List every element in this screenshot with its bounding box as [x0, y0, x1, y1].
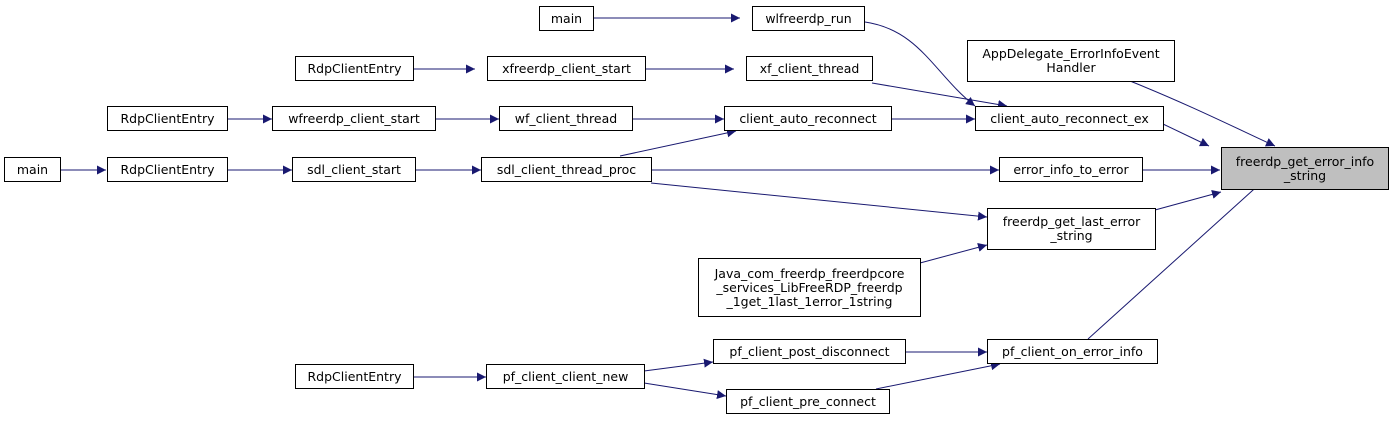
node-label: sdl_client_thread_proc [496, 161, 637, 177]
node-label: wfreerdp_client_start [288, 110, 420, 126]
node-pf-client-client-new[interactable]: pf_client_client_new [486, 364, 645, 389]
node-label: AppDelegate_ErrorInfoEvent Handler [982, 46, 1160, 75]
node-java-com-freerdp-get-last-error-string[interactable]: Java_com_freerdp_freerdpcore _services_L… [698, 258, 921, 317]
node-xfreerdp-client-start[interactable]: xfreerdp_client_start [487, 56, 646, 81]
node-client-auto-reconnect-ex[interactable]: client_auto_reconnect_ex [975, 106, 1164, 131]
node-xf-client-thread[interactable]: xf_client_thread [746, 56, 873, 81]
node-freerdp-get-last-error-string[interactable]: freerdp_get_last_error _string [987, 208, 1156, 250]
node-label: Java_com_freerdp_freerdpcore _services_L… [714, 265, 905, 309]
node-label: xfreerdp_client_start [502, 60, 631, 76]
node-label: pf_client_on_error_info [1002, 343, 1143, 359]
node-sdl-client-start[interactable]: sdl_client_start [292, 157, 416, 182]
node-label: main [550, 10, 583, 26]
node-wf-client-thread[interactable]: wf_client_thread [499, 106, 633, 131]
node-label: error_info_to_error [1013, 161, 1129, 177]
node-rdpclient-entry-xf[interactable]: RdpClientEntry [295, 56, 414, 81]
node-wfreerdp-client-start[interactable]: wfreerdp_client_start [272, 106, 436, 131]
node-label: pf_client_pre_connect [740, 393, 876, 409]
node-label: main [16, 161, 49, 177]
edge-pf-client-on-error-info-to-root [1087, 162, 1284, 340]
node-label: sdl_client_start [307, 161, 401, 177]
node-main-top[interactable]: main [539, 6, 594, 31]
node-label: client_auto_reconnect_ex [990, 110, 1149, 126]
edge-client-auto-reconnect-ex-to-root [1162, 123, 1210, 147]
node-label: pf_client_client_new [502, 368, 629, 384]
node-label: client_auto_reconnect [739, 110, 877, 126]
node-label: pf_client_post_disconnect [729, 343, 890, 359]
node-label: RdpClientEntry [120, 110, 215, 126]
edge-pf-client-pre-connect-to-pf-client-on-error-info [875, 361, 1001, 390]
node-label: xf_client_thread [759, 60, 860, 76]
node-appdelegate-errorinfoeventhandler[interactable]: AppDelegate_ErrorInfoEvent Handler [967, 40, 1175, 82]
edge-xf-client-thread-to-client-auto-reconnect-ex [871, 82, 1008, 109]
node-rdpclient-entry-pf[interactable]: RdpClientEntry [295, 364, 414, 389]
node-label: freerdp_get_last_error _string [1002, 214, 1141, 243]
node-label: RdpClientEntry [307, 60, 402, 76]
node-rdpclient-entry-wf[interactable]: RdpClientEntry [107, 106, 228, 131]
node-pf-client-on-error-info[interactable]: pf_client_on_error_info [987, 339, 1158, 364]
edge-pf-client-client-new-to-pf-client-post-disconnect [643, 358, 714, 372]
edge-sdl-client-thread-proc-to-client-auto-reconnect [619, 128, 737, 157]
node-main-left[interactable]: main [4, 157, 61, 182]
edge-wlfreerdp-run-to-client-auto-reconnect-ex [864, 21, 976, 107]
node-label: RdpClientEntry [307, 368, 402, 384]
node-pf-client-pre-connect[interactable]: pf_client_pre_connect [726, 389, 890, 414]
node-client-auto-reconnect[interactable]: client_auto_reconnect [724, 106, 892, 131]
edge-sdl-client-thread-proc-to-freerdp-get-last-error-string [650, 182, 988, 221]
node-freerdp-get-error-info-string: freerdp_get_error_info _string [1221, 147, 1389, 190]
node-label: RdpClientEntry [120, 161, 215, 177]
node-rdpclient-entry-sdl[interactable]: RdpClientEntry [107, 157, 228, 182]
node-error-info-to-error[interactable]: error_info_to_error [999, 157, 1143, 182]
node-label: wlfreerdp_run [765, 10, 852, 26]
node-wlfreerdp-run[interactable]: wlfreerdp_run [752, 6, 865, 31]
node-label: freerdp_get_error_info _string [1235, 153, 1375, 183]
edge-pf-client-client-new-to-pf-client-pre-connect [643, 382, 727, 400]
edge-java-com-to-freerdp-get-last-error-string [919, 242, 988, 264]
node-sdl-client-thread-proc[interactable]: sdl_client_thread_proc [481, 157, 652, 182]
node-pf-client-post-disconnect[interactable]: pf_client_post_disconnect [713, 339, 906, 364]
edge-freerdp-get-last-error-string-to-root [1154, 190, 1222, 211]
node-label: wf_client_thread [514, 110, 618, 126]
edge-appdelegate-to-root [1129, 80, 1276, 147]
